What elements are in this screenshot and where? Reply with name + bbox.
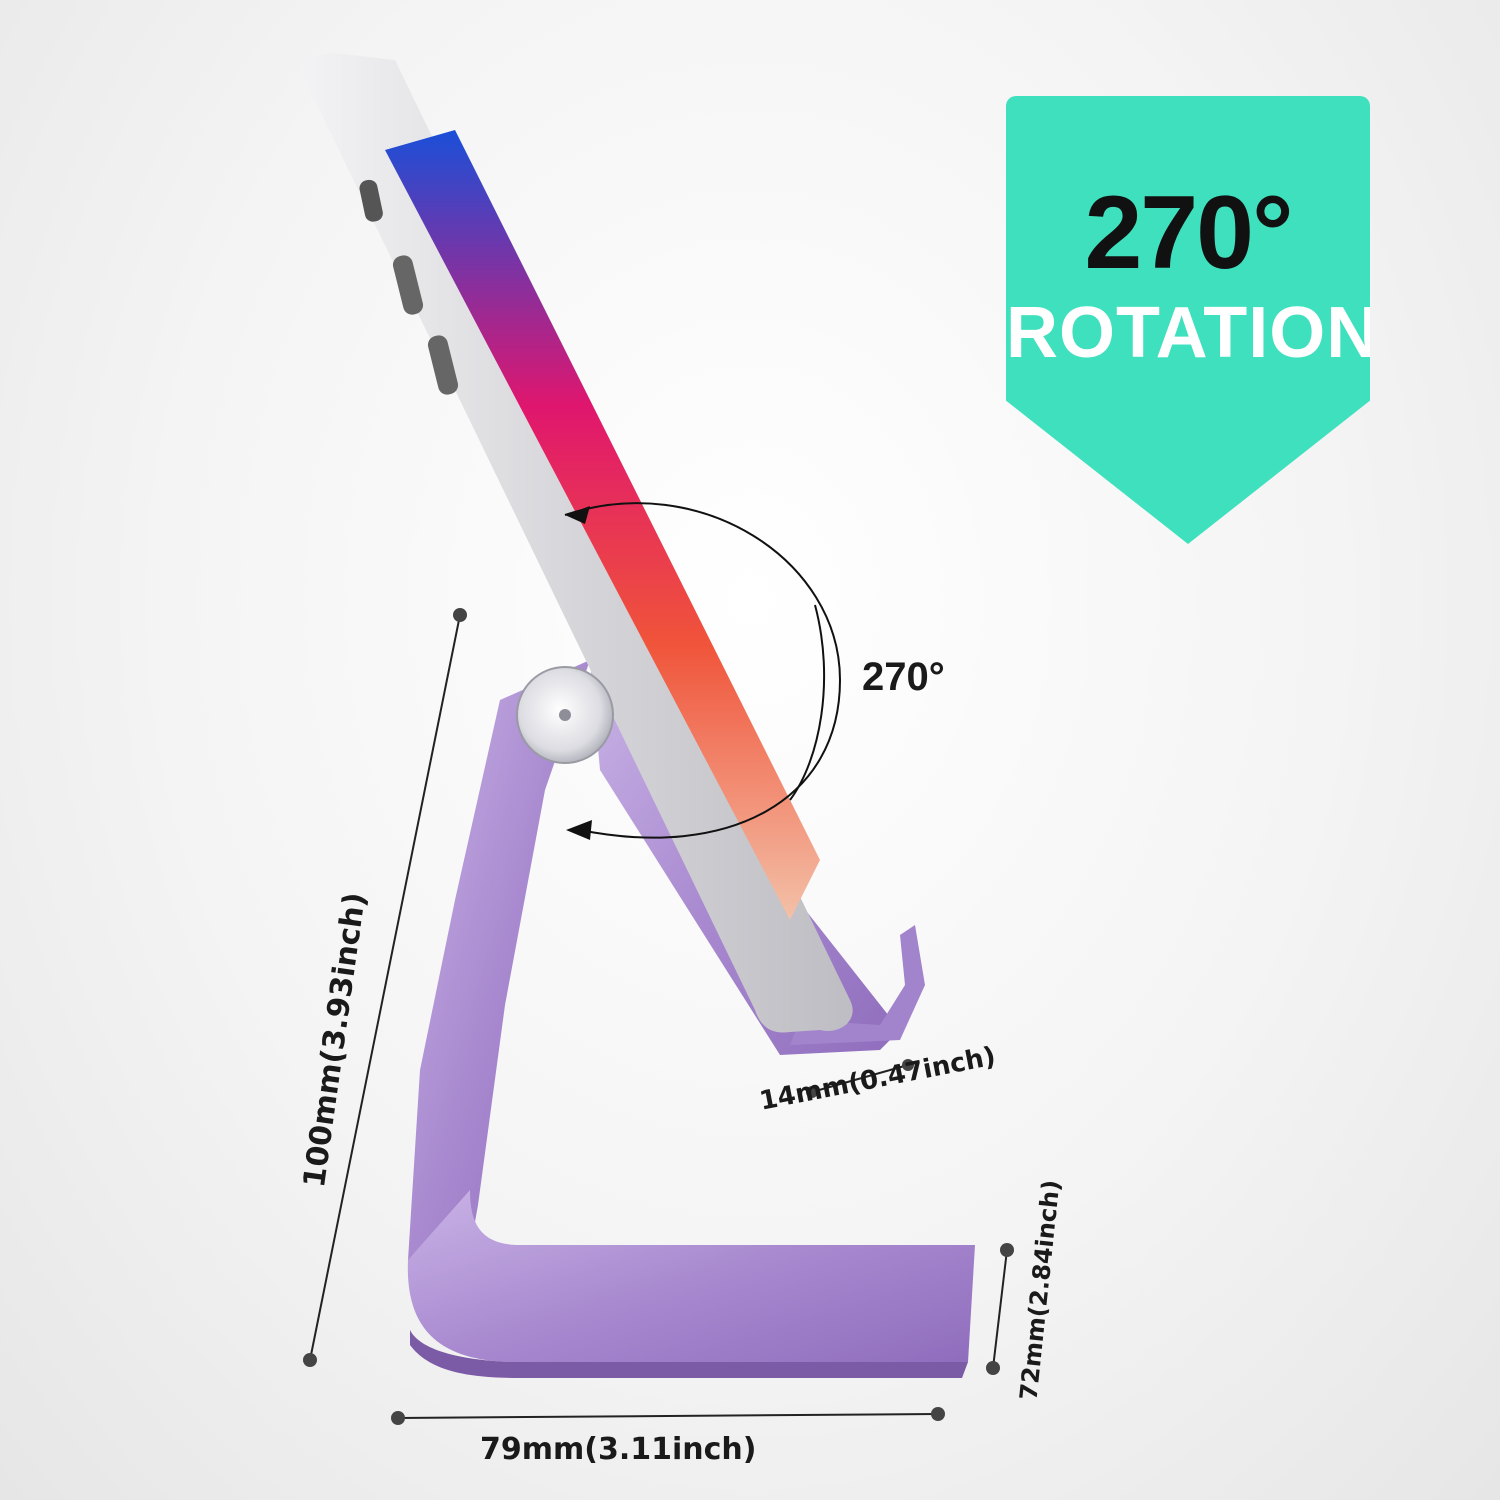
width-marker-right	[931, 1407, 945, 1421]
depth-marker-bottom	[986, 1361, 1000, 1375]
height-marker-bottom	[303, 1353, 317, 1367]
stand-base-edge	[410, 1330, 968, 1378]
phone-button	[392, 255, 424, 315]
height-marker-top	[453, 608, 467, 622]
depth-dimension-line	[992, 1249, 1008, 1369]
width-marker-left	[391, 1411, 405, 1425]
phone-button	[427, 335, 459, 395]
width-dimension-label: 79mm(3.11inch)	[480, 1432, 757, 1467]
phone-body	[301, 53, 853, 1033]
phone-screen	[385, 130, 820, 920]
lip-dimension-line	[811, 1064, 909, 1093]
lip-marker-left	[806, 1086, 818, 1098]
phone-port	[359, 179, 383, 222]
rotation-arrow	[564, 502, 842, 840]
stand-base	[407, 1190, 976, 1362]
smartphone	[301, 53, 853, 1033]
dimension-lines	[303, 608, 1014, 1425]
stand-lip	[790, 925, 925, 1045]
width-dimension-line	[397, 1413, 939, 1419]
badge-subtitle: ROTATION	[1006, 293, 1380, 373]
depth-marker-top	[1000, 1243, 1014, 1257]
height-dimension-line	[309, 614, 461, 1361]
badge-title: 270°	[1084, 175, 1293, 291]
lip-marker-right	[902, 1059, 914, 1071]
rotation-angle-label: 270°	[862, 655, 945, 699]
hinge-knob-center	[559, 709, 571, 721]
stand-back-column	[408, 660, 590, 1260]
